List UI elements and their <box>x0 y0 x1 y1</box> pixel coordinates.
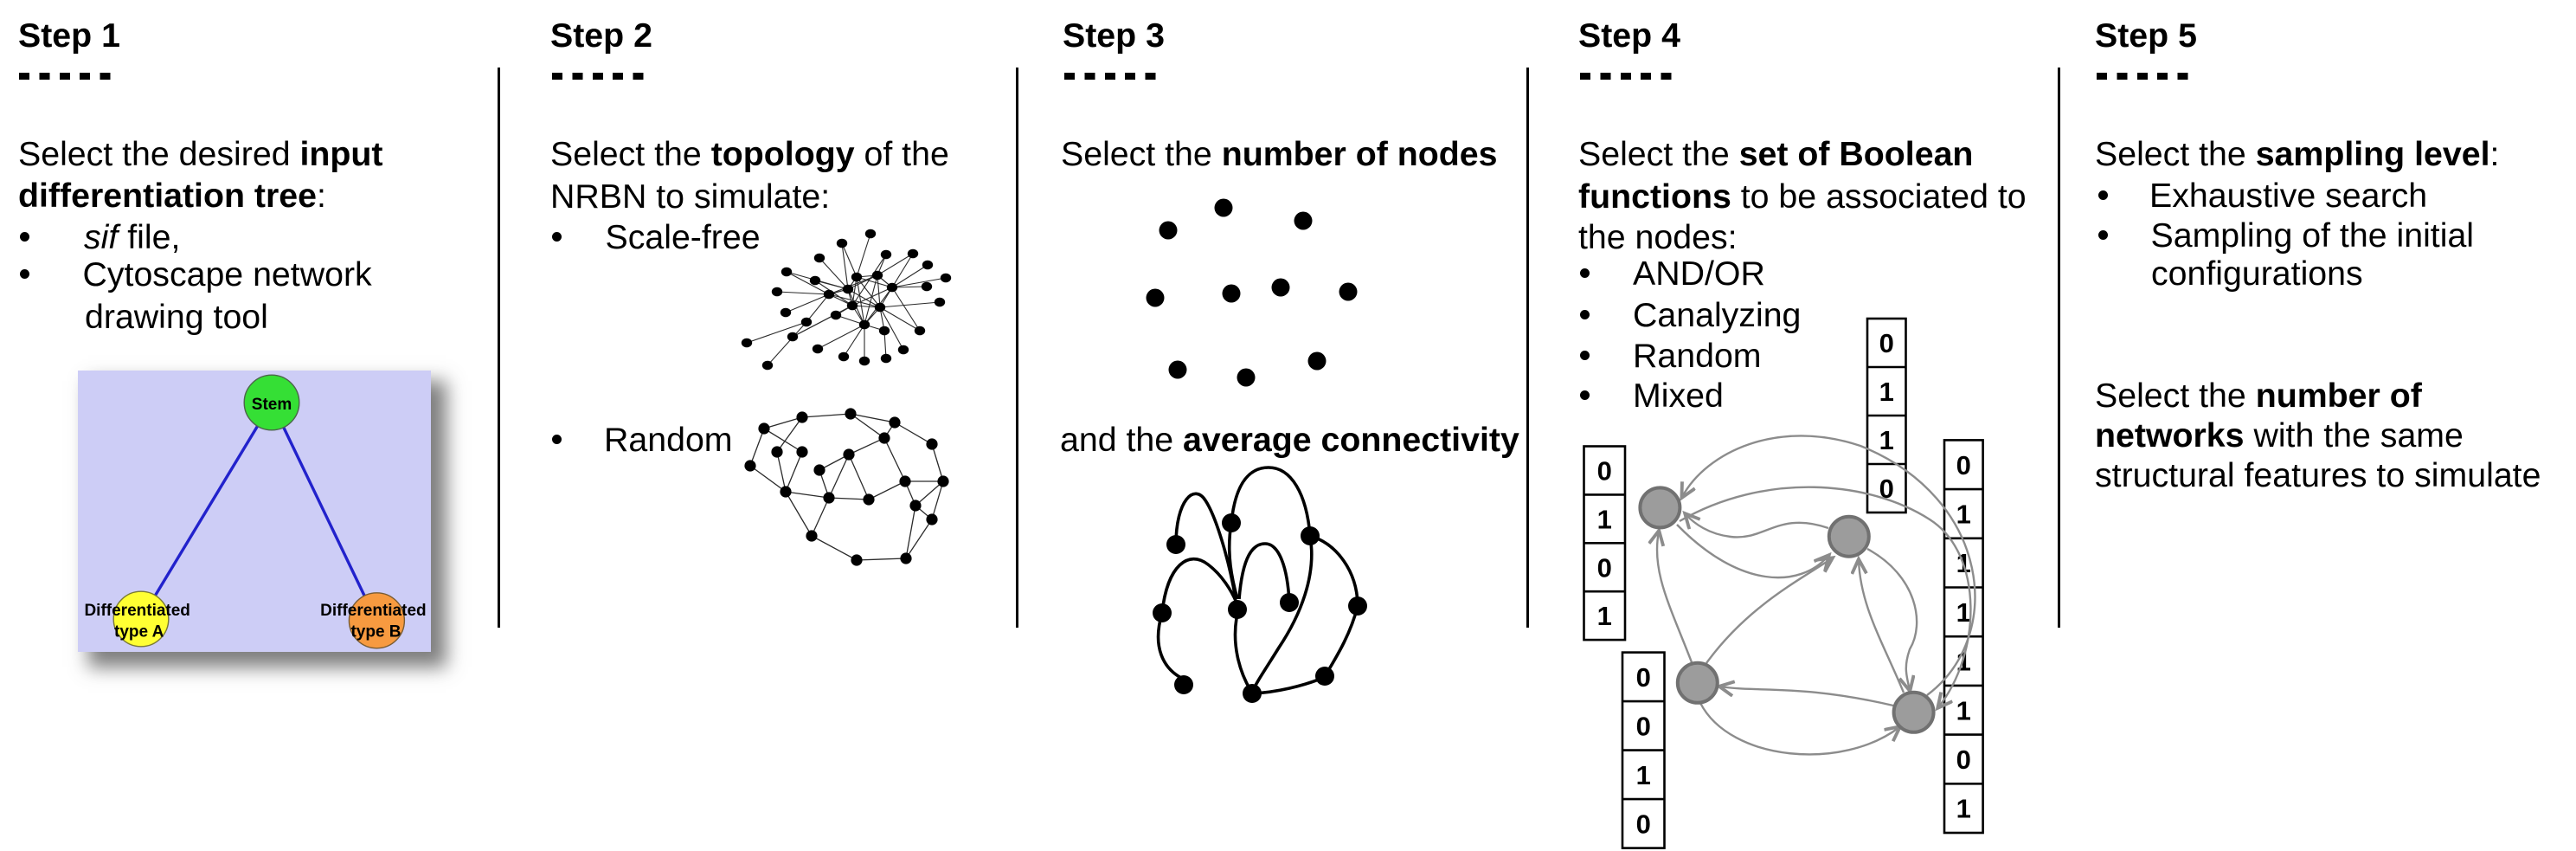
svg-text:1: 1 <box>1597 504 1612 534</box>
svg-text:Differentiated: Differentiated <box>320 602 426 620</box>
svg-text:1: 1 <box>1636 760 1651 790</box>
svg-text:1: 1 <box>1956 794 1971 824</box>
svg-text:0: 0 <box>1597 455 1612 486</box>
svg-text:0: 0 <box>1636 711 1651 741</box>
svg-text:0: 0 <box>1956 745 1971 775</box>
svg-text:1: 1 <box>1956 695 1971 725</box>
svg-text:type A: type A <box>114 623 164 641</box>
svg-text:0: 0 <box>1636 662 1651 693</box>
svg-text:0: 0 <box>1956 450 1971 480</box>
svg-text:Differentiated: Differentiated <box>84 602 190 620</box>
svg-text:Stem: Stem <box>252 396 292 414</box>
svg-text:0: 0 <box>1879 328 1894 358</box>
svg-text:1: 1 <box>1879 425 1894 455</box>
svg-text:1: 1 <box>1956 499 1971 529</box>
svg-text:0: 0 <box>1636 809 1651 839</box>
svg-text:0: 0 <box>1879 474 1894 504</box>
svg-text:type B: type B <box>350 623 401 641</box>
svg-text:1: 1 <box>1597 601 1612 631</box>
svg-text:0: 0 <box>1597 552 1612 583</box>
svg-text:1: 1 <box>1879 377 1894 407</box>
svg-text:1: 1 <box>1956 597 1971 628</box>
